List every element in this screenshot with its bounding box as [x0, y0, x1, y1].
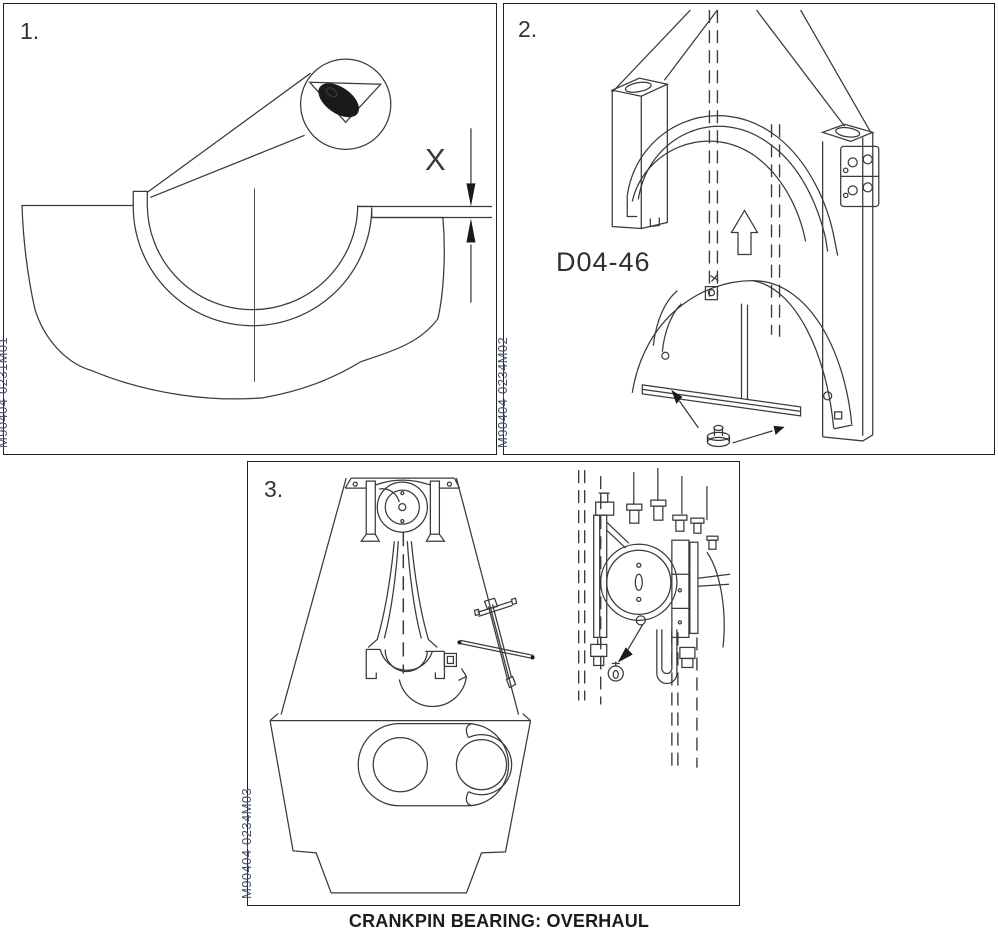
bearing-protrusion-drawing	[21, 58, 492, 400]
bearing-shell-cross-section	[132, 190, 492, 311]
page-caption: CRANKPIN BEARING: OVERHAUL	[348, 911, 650, 931]
dimension-arrow-icons	[466, 128, 476, 303]
figure-panel-3: 3. M90404-0234M03	[239, 461, 740, 906]
tool-code-label: D04-46	[556, 247, 651, 277]
leader-lines	[146, 72, 311, 199]
crankpin-dashed-lines	[577, 470, 698, 771]
visual-inspection-eye-icon	[299, 58, 392, 150]
figure-panel-1: 1. M90404-0231M01 X	[0, 3, 497, 455]
panel-1-number: 1.	[20, 18, 40, 44]
guide-tool-installation-drawing	[610, 9, 880, 448]
panel-3-figure-code: M90404-0234M03	[239, 787, 254, 899]
crankcase-block	[269, 713, 532, 894]
figure-panel-2: 2. M90404-0234M02 D04-46	[495, 3, 995, 455]
hatched-housing-block	[21, 204, 445, 400]
insert-direction-up-arrow-icon	[730, 209, 759, 256]
panel-3-number: 3.	[264, 476, 284, 502]
panel-2-figure-code: M90404-0234M02	[495, 336, 510, 448]
cylinder-outline	[280, 477, 520, 715]
panel-2-number: 2.	[518, 16, 538, 42]
rotation-arrow-icon	[398, 668, 468, 708]
alignment-dashed-lines	[708, 10, 781, 337]
piston-pin-bracket	[344, 477, 460, 542]
t-handle-tool	[457, 597, 535, 689]
dimension-x-label: X	[425, 142, 446, 177]
connecting-rod	[365, 541, 458, 680]
rod-rotation-and-crankpin-drawing	[269, 468, 731, 894]
crankpin-assembly-view	[590, 468, 731, 685]
panel-1-figure-code: M90404-0231M01	[0, 336, 10, 448]
connecting-rod-big-end	[610, 9, 880, 442]
pointer-arrow-icon	[607, 624, 644, 682]
pointer-arrow-icons	[671, 389, 785, 444]
bearing-guide-tool	[631, 274, 853, 448]
